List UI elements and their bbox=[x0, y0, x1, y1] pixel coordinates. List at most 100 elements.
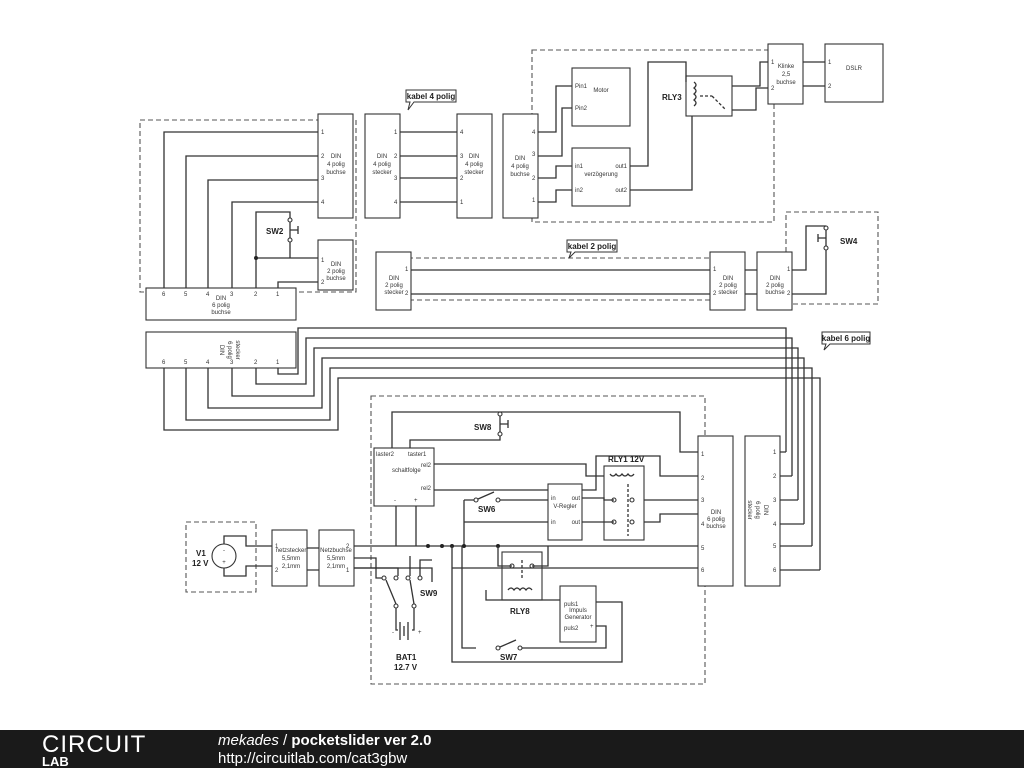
rly3: RLY3 bbox=[662, 75, 733, 117]
svg-text:verzögerung: verzögerung bbox=[584, 172, 617, 178]
svg-text:2: 2 bbox=[532, 176, 536, 182]
svg-text:6 polig: 6 polig bbox=[754, 501, 760, 519]
svg-text:DIN: DIN bbox=[331, 262, 341, 268]
din6-buchse-main: DIN 6 polig buchse 1 2 3 4 5 6 bbox=[697, 435, 734, 587]
svg-text:6 polig: 6 polig bbox=[212, 303, 230, 309]
svg-text:buchse: buchse bbox=[776, 80, 796, 86]
svg-text:RLY3: RLY3 bbox=[662, 93, 682, 102]
svg-text:1: 1 bbox=[276, 292, 280, 298]
svg-text:4: 4 bbox=[206, 360, 210, 366]
din6-stecker-mid: DIN 6 polig stecker 6 5 4 3 2 1 bbox=[145, 331, 297, 369]
svg-text:Pin1: Pin1 bbox=[575, 84, 588, 90]
schematic-canvas: DIN 4 polig buchse 1 2 3 4 DIN 4 polig s… bbox=[139, 43, 884, 685]
svg-text:out: out bbox=[572, 496, 581, 502]
svg-text:1: 1 bbox=[828, 60, 832, 66]
svg-text:schaltfolge: schaltfolge bbox=[392, 468, 421, 474]
svg-text:DIN: DIN bbox=[762, 505, 768, 515]
svg-text:1: 1 bbox=[460, 200, 464, 206]
svg-text:5: 5 bbox=[184, 360, 188, 366]
svg-text:puls2: puls2 bbox=[564, 626, 579, 632]
svg-text:stecker: stecker bbox=[234, 340, 240, 359]
junction bbox=[426, 544, 430, 548]
svg-text:buchse: buchse bbox=[326, 276, 346, 282]
svg-text:taster1: taster1 bbox=[408, 452, 427, 458]
klinke-block: Klinke 2,5 buchse 1 2 bbox=[767, 43, 804, 105]
kabel6-wires bbox=[163, 327, 821, 570]
svg-text:DIN: DIN bbox=[711, 510, 721, 516]
svg-text:2 polig: 2 polig bbox=[719, 283, 737, 289]
din4-buchse-left: DIN 4 polig buchse 1 2 3 4 bbox=[317, 113, 354, 219]
svg-text:2: 2 bbox=[771, 86, 775, 92]
svg-text:buchse: buchse bbox=[765, 290, 785, 296]
svg-text:2 polig: 2 polig bbox=[766, 283, 784, 289]
svg-text:buchse: buchse bbox=[510, 172, 530, 178]
svg-text:1: 1 bbox=[346, 568, 350, 574]
svg-text:DIN: DIN bbox=[770, 276, 780, 282]
footer-bar: CIRCUIT LAB mekades / pocketslider ver 2… bbox=[0, 730, 1024, 769]
svg-text:Impuls: Impuls bbox=[569, 608, 587, 614]
svg-text:2,1mm: 2,1mm bbox=[327, 564, 345, 570]
svg-text:BAT1: BAT1 bbox=[396, 653, 417, 662]
svg-text:DIN: DIN bbox=[218, 345, 224, 355]
rly8: RLY8 bbox=[501, 551, 543, 616]
svg-text:in: in bbox=[551, 520, 556, 526]
svg-text:5: 5 bbox=[773, 544, 777, 550]
svg-text:4: 4 bbox=[773, 522, 777, 528]
rly3-wires bbox=[630, 61, 768, 191]
svg-text:stecker: stecker bbox=[384, 290, 403, 296]
svg-text:5,5mm: 5,5mm bbox=[282, 556, 300, 562]
svg-text:1: 1 bbox=[787, 267, 791, 273]
tag-kabel6: kabel 6 polig bbox=[821, 331, 871, 351]
svg-text:2: 2 bbox=[321, 154, 325, 160]
svg-text:2: 2 bbox=[701, 476, 705, 482]
rly1-wires bbox=[434, 455, 698, 523]
svg-text:2: 2 bbox=[773, 474, 777, 480]
svg-text:stecker: stecker bbox=[372, 170, 391, 176]
svg-text:6: 6 bbox=[701, 568, 705, 574]
svg-text:2: 2 bbox=[254, 360, 258, 366]
svg-text:-: - bbox=[223, 548, 225, 554]
svg-text:2,1mm: 2,1mm bbox=[282, 564, 300, 570]
circuitlab-logo[interactable]: CIRCUIT LAB bbox=[42, 731, 182, 769]
sw6: SW6 bbox=[473, 491, 501, 514]
circuit-title[interactable]: pocketslider ver 2.0 bbox=[291, 732, 432, 749]
sw2: SW2 bbox=[266, 217, 299, 243]
svg-text:DIN: DIN bbox=[331, 154, 341, 160]
svg-text:6: 6 bbox=[773, 568, 777, 574]
svg-text:-: - bbox=[392, 630, 394, 636]
svg-text:kabel 2 polig: kabel 2 polig bbox=[568, 242, 617, 251]
svg-text:-: - bbox=[394, 498, 396, 504]
svg-text:buchse: buchse bbox=[326, 170, 346, 176]
separator: / bbox=[278, 732, 292, 749]
svg-text:netzstecker: netzstecker bbox=[276, 548, 307, 554]
svg-text:1: 1 bbox=[771, 60, 775, 66]
author-name[interactable]: mekades bbox=[218, 732, 279, 749]
svg-text:+: + bbox=[418, 630, 422, 636]
svg-text:out2: out2 bbox=[615, 188, 627, 194]
enclosure-v1 bbox=[185, 521, 257, 593]
svg-text:Pin2: Pin2 bbox=[575, 106, 588, 112]
schematic-diagram: DIN 4 polig buchse 1 2 3 4 DIN 4 polig s… bbox=[139, 43, 884, 685]
svg-text:4 polig: 4 polig bbox=[465, 162, 483, 168]
logo-text-top: CIRCUIT bbox=[42, 731, 147, 758]
junction bbox=[254, 256, 258, 260]
tag-kabel4: kabel 4 polig bbox=[405, 89, 457, 111]
svg-text:laster2: laster2 bbox=[376, 452, 395, 458]
kabel4-wires bbox=[400, 131, 457, 203]
svg-text:5: 5 bbox=[701, 546, 705, 552]
svg-text:3: 3 bbox=[230, 360, 234, 366]
din4-stecker-b: DIN 4 polig stecker 4 3 2 1 bbox=[456, 113, 493, 219]
circuit-url[interactable]: http://circuitlab.com/cat3gbw bbox=[218, 750, 408, 767]
svg-text:Motor: Motor bbox=[593, 88, 608, 94]
svg-text:6: 6 bbox=[162, 360, 166, 366]
schaltfolge-block: laster2 taster1 schaltfolge rel2 rel2 - … bbox=[373, 447, 435, 507]
svg-text:12 V: 12 V bbox=[192, 559, 209, 568]
svg-text:3: 3 bbox=[701, 498, 705, 504]
sw6-wires bbox=[463, 499, 548, 546]
kabel2-wires bbox=[411, 269, 710, 295]
impuls-generator: puls1 Impuls Generator puls2 + bbox=[559, 585, 597, 643]
svg-text:1: 1 bbox=[321, 130, 325, 136]
svg-text:buchse: buchse bbox=[211, 310, 231, 316]
din4-left-wires bbox=[163, 131, 318, 288]
svg-text:DIN: DIN bbox=[515, 156, 525, 162]
